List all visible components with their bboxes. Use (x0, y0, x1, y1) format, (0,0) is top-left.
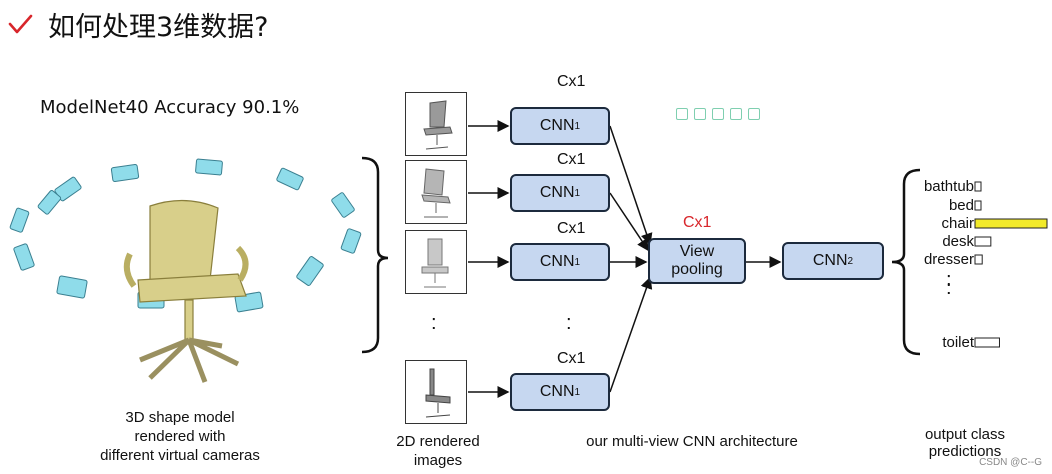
caption-line: output class (924, 426, 1006, 443)
architecture-caption: our multi-view CNN architecture (586, 433, 798, 450)
caption-line: different virtual cameras (100, 447, 260, 464)
title-bar: 如何处理3维数据? (6, 4, 269, 44)
watermark: CSDN @C--G (979, 457, 1042, 468)
cnn-label: CNN (812, 252, 848, 269)
cnn-label: CNN (539, 383, 575, 400)
pooling-label-line: View (679, 243, 715, 260)
cnn-subscript: 1 (574, 256, 581, 268)
prediction-bar-bed (974, 200, 982, 211)
save-icon[interactable] (676, 108, 688, 120)
caption-line: 2D rendered (396, 433, 480, 450)
prediction-bar-chair (974, 218, 1048, 229)
class-label: bed (948, 197, 974, 214)
caption-line: rendered with (134, 428, 226, 445)
cnn-subscript: 1 (574, 120, 581, 132)
cnn-label: CNN (539, 253, 575, 270)
prediction-bars (974, 181, 1048, 348)
rendered-images-caption: 2D rendered images (378, 432, 498, 470)
shape-model-illustration (9, 158, 362, 383)
prediction-bar-bathtub (974, 181, 982, 192)
shape-model-caption: 3D shape model rendered with different v… (80, 408, 280, 465)
prediction-labels: bathtub bed chair desk dresser toilet (908, 176, 974, 356)
class-label: chair (941, 215, 974, 232)
ellipsis-line: : (946, 269, 952, 291)
caption-line: 3D shape model (125, 409, 235, 426)
pooling-cx1-label: Cx1 (683, 214, 712, 231)
cx1-label: Cx1 (557, 350, 586, 367)
caption-line: images (413, 452, 463, 469)
prediction-bar-toilet (974, 337, 1000, 348)
rendered-view-thumb (405, 92, 467, 156)
cnn-label: CNN (539, 117, 575, 134)
page-title: 如何处理3维数据? (48, 11, 269, 43)
class-label: dresser (923, 251, 974, 268)
cx1-label: Cx1 (557, 220, 586, 237)
settings-icon[interactable] (748, 108, 760, 120)
cx1-label: Cx1 (557, 73, 586, 90)
cnn-subscript: 2 (847, 255, 854, 267)
cnn-label: CNN (539, 184, 575, 201)
share-icon[interactable] (730, 108, 742, 120)
rendered-view-thumb (405, 160, 467, 224)
checkmark-icon (8, 14, 33, 34)
output-caption: output class predictions (900, 426, 1030, 460)
caption-line: predictions (928, 443, 1002, 460)
view-pooling-box: View pooling (648, 238, 746, 284)
accuracy-label: ModelNet40 Accuracy 90.1% (40, 97, 300, 118)
ellipsis-cnn: : (566, 312, 572, 334)
ellipsis-line: : (946, 277, 952, 299)
pooling-label-line: pooling (671, 261, 723, 278)
prediction-bar-dresser (974, 254, 983, 265)
cx1-label: Cx1 (557, 151, 586, 168)
class-label: toilet (942, 334, 974, 351)
class-label: desk (942, 233, 974, 250)
class-label: bathtub (923, 178, 974, 195)
rendered-view-thumb (405, 360, 467, 424)
ellipsis-classes: : : (946, 269, 952, 299)
crop-icon[interactable] (712, 108, 724, 120)
expand-icon[interactable] (694, 108, 706, 120)
ellipsis-thumbs: : (431, 312, 437, 334)
floating-toolbar[interactable] (676, 106, 768, 122)
cnn-subscript: 1 (574, 386, 581, 398)
cnn-subscript: 1 (574, 187, 581, 199)
rendered-view-thumb (405, 230, 467, 294)
prediction-bar-desk (974, 236, 992, 247)
